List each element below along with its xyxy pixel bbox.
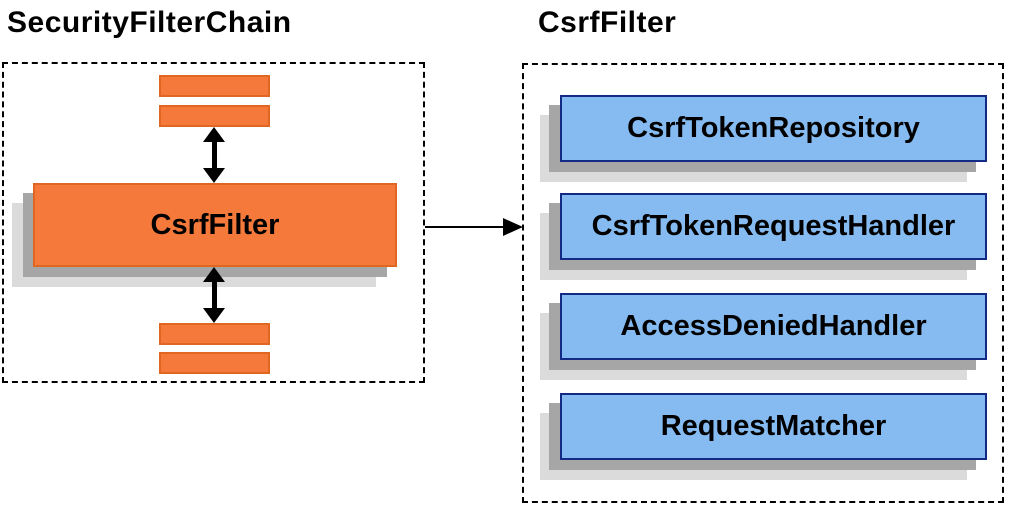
csrf-filter-container	[522, 63, 1004, 503]
component-box-label: CsrfTokenRepository	[627, 112, 920, 144]
component-box-csrf-token-repository: CsrfTokenRepository	[560, 95, 987, 162]
component-box-label: CsrfTokenRequestHandler	[591, 210, 956, 242]
bidirectional-arrow-icon-bottom	[203, 267, 225, 323]
security-filter-chain-title: SecurityFilterChain	[7, 6, 292, 39]
arrow-head-down-icon	[203, 168, 225, 183]
bidirectional-arrow-icon-top	[203, 127, 225, 183]
component-box-csrf-token-request-handler: CsrfTokenRequestHandler	[560, 193, 987, 260]
csrf-filter-title: CsrfFilter	[538, 6, 677, 39]
security-filter-chain-container	[2, 62, 425, 383]
arrow-head-up-icon	[203, 267, 225, 282]
component-box-label: RequestMatcher	[660, 410, 887, 442]
arrow-head-down-icon	[203, 308, 225, 323]
csrf-filter-box: CsrfFilter	[33, 183, 397, 267]
filter-placeholder-bar-top-2	[159, 105, 270, 127]
filter-placeholder-bar-top-1	[159, 75, 270, 97]
arrow-shaft	[211, 282, 217, 308]
csrf-filter-box-label: CsrfFilter	[150, 208, 280, 241]
component-box-request-matcher: RequestMatcher	[560, 393, 987, 460]
arrow-head-up-icon	[203, 127, 225, 142]
filter-placeholder-bar-bottom-2	[159, 352, 270, 374]
filter-placeholder-bar-bottom-1	[159, 323, 270, 345]
arrow-head-right-icon	[503, 218, 523, 236]
component-box-access-denied-handler: AccessDeniedHandler	[560, 293, 987, 360]
component-box-label: AccessDeniedHandler	[620, 310, 927, 342]
reference-arrow-icon	[425, 217, 523, 237]
arrow-line	[425, 226, 507, 228]
arrow-shaft	[211, 142, 217, 168]
